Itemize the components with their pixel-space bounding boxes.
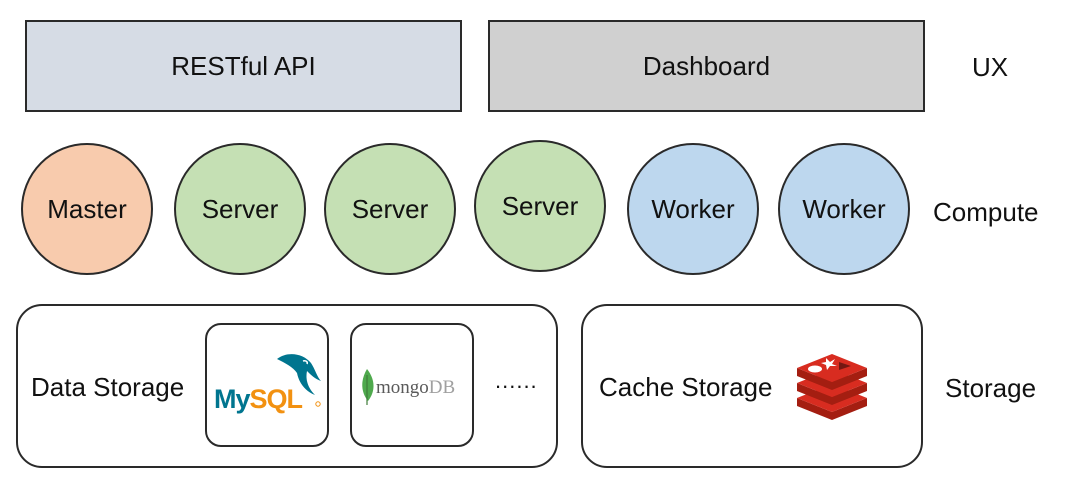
mongodb-logo-icon: mongoDB <box>362 369 455 405</box>
mysql-logo-icon: MySQL <box>214 354 321 414</box>
mongodb-wordmark: mongoDB <box>376 377 455 398</box>
master-node: Master <box>21 143 153 275</box>
server-node-label: Server <box>501 190 579 221</box>
server-node-label: Server <box>201 193 279 224</box>
mysql-wordmark: MySQL <box>214 384 303 414</box>
server-node: Server <box>324 143 456 275</box>
worker-node: Worker <box>627 143 759 275</box>
server-node: Server <box>174 143 306 275</box>
data-storage-label: Data Storage <box>31 372 185 402</box>
mongodb-leaf-shape <box>362 369 374 401</box>
storage-layer-label: Storage <box>945 373 1037 403</box>
master-node-label: Master <box>47 193 127 224</box>
redis-logo-icon <box>797 354 867 420</box>
worker-node-label: Worker <box>802 193 886 224</box>
worker-node: Worker <box>778 143 910 275</box>
mongodb-logo-box: mongoDB <box>350 323 474 447</box>
dashboard-label: Dashboard <box>642 50 771 81</box>
more-databases-ellipsis: ...... <box>495 368 538 393</box>
dashboard-box: Dashboard <box>488 20 925 112</box>
worker-node-label: Worker <box>651 193 735 224</box>
ux-layer-label: UX <box>972 52 1009 82</box>
restful-api-label: RESTful API <box>171 50 316 81</box>
server-node: Server <box>474 140 606 272</box>
server-node-label: Server <box>351 193 429 224</box>
cache-storage-label: Cache Storage <box>599 372 773 402</box>
restful-api-box: RESTful API <box>25 20 462 112</box>
mysql-dolphin-shape <box>277 354 321 395</box>
mysql-logo-box: MySQL <box>205 323 329 447</box>
compute-layer-label: Compute <box>933 197 1039 227</box>
